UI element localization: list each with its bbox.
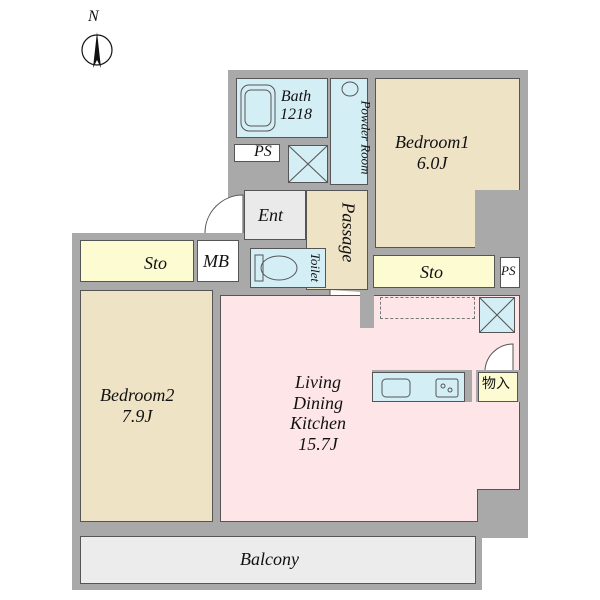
ldk-label: Living Dining Kitchen 15.7J (290, 372, 346, 455)
overhead-cabinet (380, 297, 475, 319)
bedroom2-name: Bedroom2 (100, 385, 175, 405)
cross-icon (288, 145, 328, 183)
ps-top-label: PS (254, 143, 272, 160)
bedroom1-name: Bedroom1 (395, 132, 470, 152)
balcony-label: Balcony (240, 549, 299, 569)
ldk-line3: Kitchen (290, 413, 346, 434)
powder-room-label: Powder Room (358, 100, 374, 175)
shaft (479, 297, 515, 333)
wall (360, 290, 374, 328)
ent-label: Ent (258, 205, 283, 225)
ldk (220, 295, 370, 522)
balcony (80, 536, 476, 584)
compass-label: N (88, 8, 99, 25)
closet-door[interactable] (483, 342, 517, 372)
bathtub-icon (240, 84, 276, 132)
storage-left[interactable] (80, 240, 194, 282)
passage-label: Passage (338, 202, 359, 263)
bedroom2-size: 7.9J (121, 405, 153, 426)
sto-right-label: Sto (420, 262, 444, 282)
storage-right[interactable] (373, 255, 495, 288)
mb-label: MB (203, 251, 229, 271)
ldk (370, 489, 478, 522)
north-arrow-icon (81, 32, 113, 68)
shaft (288, 145, 328, 183)
ps-top (234, 144, 280, 162)
powder-room (330, 78, 368, 185)
closet-label: 物入 (482, 376, 510, 392)
ldk-line1: Living (294, 372, 341, 392)
bath-name: Bath (280, 88, 312, 105)
sto-left-label: Sto (144, 253, 168, 273)
cross-icon (479, 297, 515, 333)
meter-box (197, 240, 239, 282)
wall (475, 190, 520, 250)
closet[interactable] (478, 372, 518, 402)
entrance (244, 190, 306, 240)
kitchen-sink-stove-icon (381, 378, 459, 398)
toilet-label: Toilet (308, 252, 324, 283)
bedroom2 (80, 290, 213, 522)
ps-right (500, 257, 520, 288)
ps-right-label: PS (501, 263, 516, 278)
bath-room (236, 78, 328, 138)
entrance-door[interactable] (203, 193, 245, 235)
toilet-icon (254, 254, 298, 282)
ldk-size: 15.7J (298, 434, 338, 455)
ldk-line2: Dining (292, 392, 343, 413)
sink-icon (341, 81, 359, 97)
bath-size: 1218 (280, 106, 312, 124)
bedroom1-size: 6.0J (416, 152, 448, 173)
